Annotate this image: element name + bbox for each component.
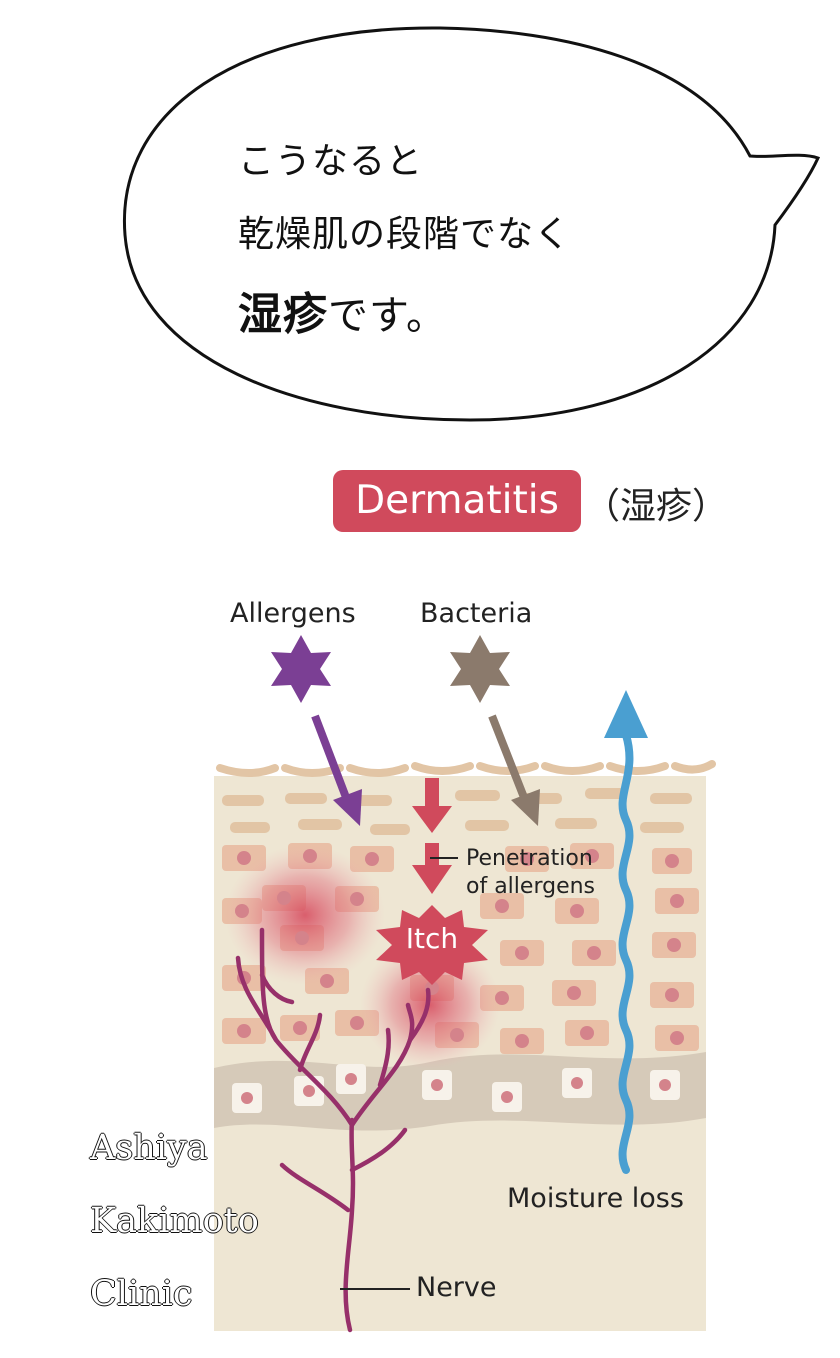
- bubble-text-line2: 乾燥肌の段階でなく: [238, 214, 572, 255]
- penetration-label-line1: Penetration: [466, 846, 593, 871]
- title-badge: [333, 470, 581, 532]
- bubble-text-line3: 湿疹です。: [238, 278, 447, 342]
- bubble-text-emphasis: 湿疹: [238, 289, 328, 340]
- inflammation-area: [360, 940, 500, 1070]
- title-suffix: （湿疹）: [584, 486, 729, 527]
- moisture-loss-arrow: [604, 690, 648, 1174]
- title-badge-text: Dermatitis: [355, 478, 559, 523]
- watermark-line3: Clinic: [90, 1274, 193, 1314]
- allergens-label: Allergens: [230, 598, 356, 629]
- allergen-icon: [271, 635, 331, 703]
- nerve-fiber: [235, 927, 431, 1333]
- watermark-line1: Ashiya: [90, 1128, 208, 1168]
- penetration-arrow: [412, 778, 452, 894]
- speech-bubble: [122, 26, 821, 422]
- nerve-label: Nerve: [416, 1272, 497, 1303]
- penetration-label-line2: of allergens: [466, 874, 596, 899]
- inflammation-area: [225, 845, 385, 985]
- bacteria-arrow: [488, 714, 540, 826]
- moisture-loss-label: Moisture loss: [507, 1183, 684, 1214]
- bubble-text-line3-rest: です。: [328, 293, 447, 339]
- bubble-text-line1: こうなると: [238, 141, 424, 182]
- bacteria-label: Bacteria: [420, 598, 533, 629]
- bacteria-icon: [450, 635, 510, 703]
- itch-burst-icon: [376, 905, 488, 985]
- itch-label: Itch: [405, 922, 459, 955]
- watermark-line2: Kakimoto: [90, 1201, 259, 1241]
- allergen-arrow: [311, 714, 362, 826]
